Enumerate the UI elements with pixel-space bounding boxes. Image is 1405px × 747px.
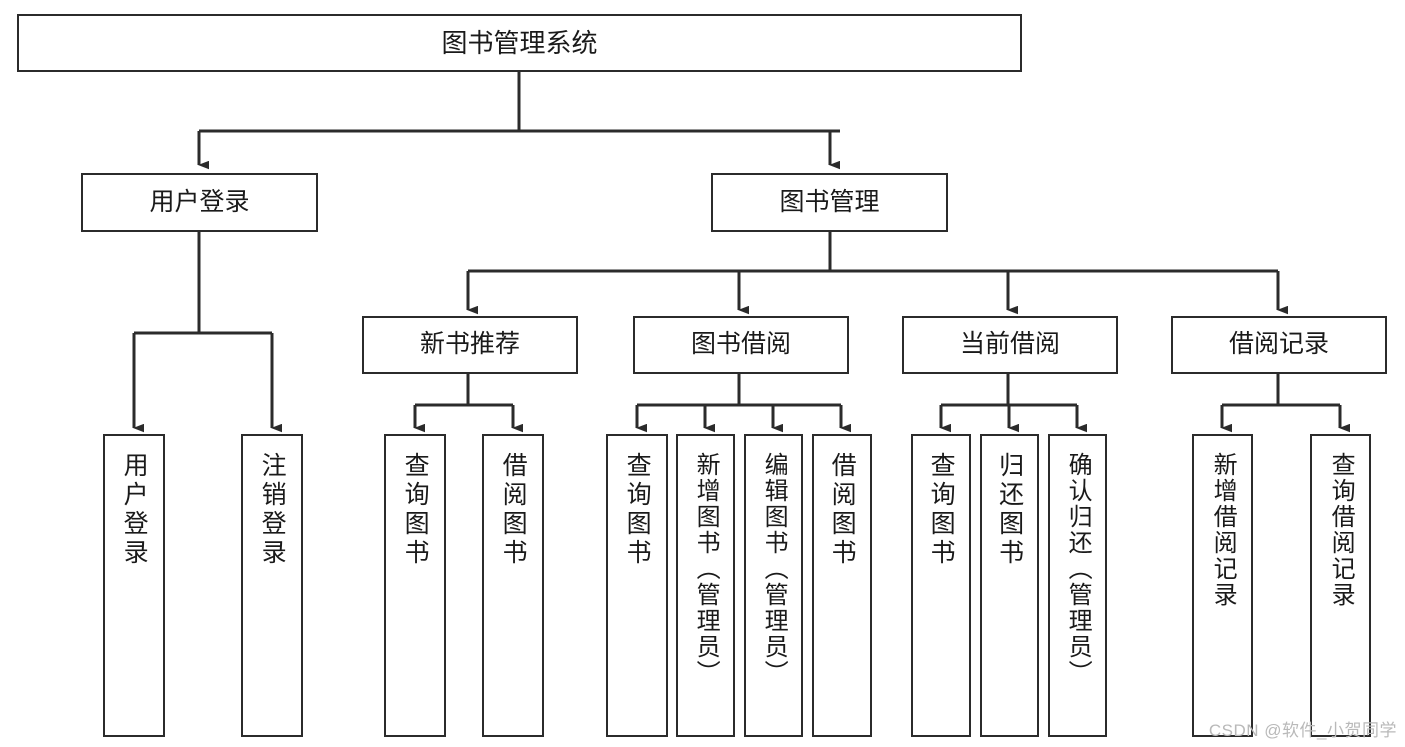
node-leaf-add-borrow-record[interactable]: 新增借阅记录: [1192, 434, 1253, 737]
node-label: 当前借阅: [959, 330, 1060, 359]
node-label: 查询图书: [623, 452, 652, 568]
node-label: 查询借阅记录: [1327, 452, 1355, 608]
node-label: 图书借阅: [690, 330, 791, 359]
node-label: 用户登录: [149, 187, 250, 216]
node-root-book-management-system[interactable]: 图书管理系统: [17, 14, 1022, 72]
node-leaf-edit-book-admin[interactable]: 编辑图书（管理员）: [744, 434, 803, 737]
node-new-book-recommendation[interactable]: 新书推荐: [362, 316, 578, 374]
node-leaf-add-book-admin[interactable]: 新增图书（管理员）: [676, 434, 735, 737]
csdn-watermark: CSDN @软件_小贺同学: [1208, 721, 1397, 740]
node-borrow-record[interactable]: 借阅记录: [1171, 316, 1387, 374]
node-label: 查询图书: [927, 452, 956, 568]
node-leaf-query-book-recommendation[interactable]: 查询图书: [384, 434, 446, 737]
node-leaf-return-book[interactable]: 归还图书: [980, 434, 1039, 737]
node-leaf-borrow-book-recommendation[interactable]: 借阅图书: [482, 434, 544, 737]
node-label: 确认归还（管理员）: [1064, 452, 1092, 686]
node-label: 新增借阅记录: [1209, 452, 1237, 608]
node-leaf-borrow-book[interactable]: 借阅图书: [812, 434, 872, 737]
node-leaf-logout-login[interactable]: 注销登录: [241, 434, 303, 737]
node-label: 归还图书: [995, 452, 1024, 568]
node-label: 注销登录: [258, 452, 287, 568]
node-leaf-confirm-return-admin[interactable]: 确认归还（管理员）: [1048, 434, 1107, 737]
node-label: 新增图书（管理员）: [692, 452, 720, 686]
node-user-login[interactable]: 用户登录: [81, 173, 318, 232]
node-label: 新书推荐: [419, 330, 520, 359]
node-label: 借阅图书: [828, 452, 857, 568]
node-label: 图书管理: [779, 187, 880, 216]
node-label: 图书管理系统: [441, 27, 598, 58]
node-leaf-query-book-current[interactable]: 查询图书: [911, 434, 971, 737]
node-label: 借阅图书: [499, 452, 528, 568]
node-leaf-query-borrow-record[interactable]: 查询借阅记录: [1310, 434, 1371, 737]
node-book-borrow[interactable]: 图书借阅: [633, 316, 849, 374]
node-current-borrow[interactable]: 当前借阅: [902, 316, 1118, 374]
node-leaf-query-book-borrow[interactable]: 查询图书: [606, 434, 668, 737]
node-label: 编辑图书（管理员）: [760, 452, 788, 686]
node-book-management[interactable]: 图书管理: [711, 173, 948, 232]
node-label: 用户登录: [120, 452, 149, 568]
node-leaf-user-login[interactable]: 用户登录: [103, 434, 165, 737]
node-label: 查询图书: [401, 452, 430, 568]
node-label: 借阅记录: [1228, 330, 1329, 359]
